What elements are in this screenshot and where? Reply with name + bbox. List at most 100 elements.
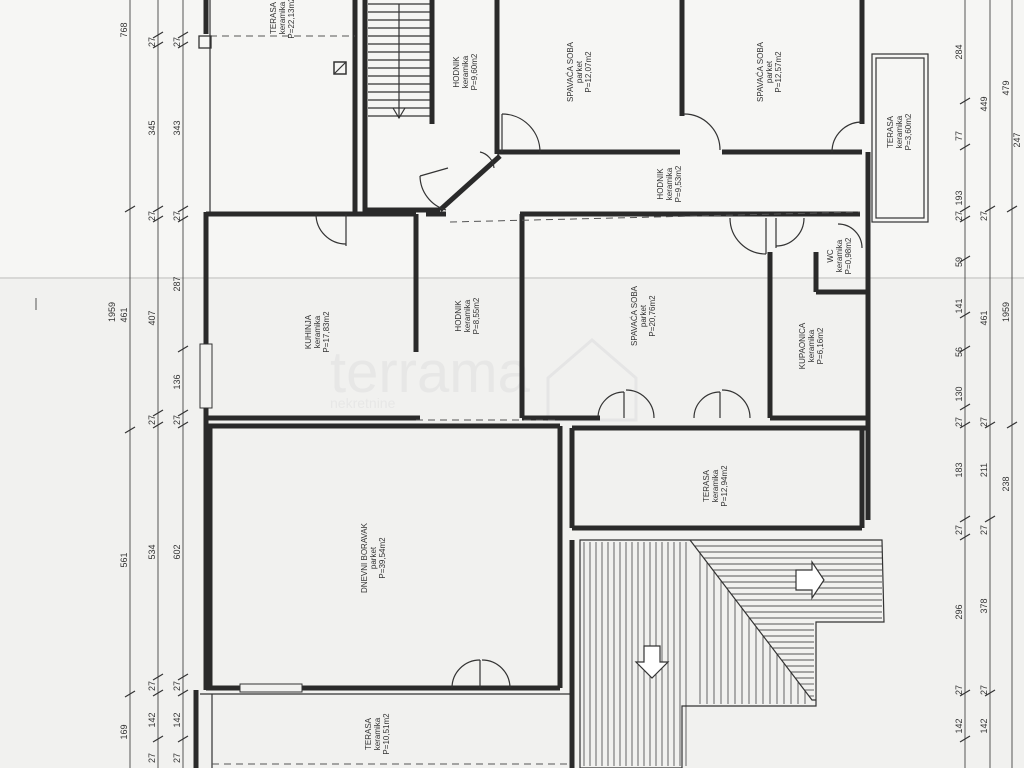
dim-left-mid-4: 407 <box>147 310 157 325</box>
room-area: P=12,07m2 <box>584 51 593 93</box>
room-area: P=12,94m2 <box>720 465 729 507</box>
room-name: WC <box>826 249 835 263</box>
room-material: keramika <box>313 315 322 348</box>
room-name: TERASA <box>886 115 895 148</box>
dim-right-mid-3: 461 <box>979 310 989 325</box>
dim-right-inner-7: 56 <box>954 347 964 357</box>
room-material: parket <box>369 546 378 569</box>
dim-left-inner-6: 27 <box>172 415 182 425</box>
staircase <box>368 3 430 120</box>
dim-right-total: 1959 <box>1001 302 1011 322</box>
dimension-right: 284 77 193 27 59 141 56 130 27 183 27 29… <box>954 0 1022 768</box>
room-material: keramika <box>895 115 904 148</box>
room-material: keramika <box>278 1 287 34</box>
dim-left-inner-8: 27 <box>172 681 182 691</box>
watermark-brand: terrama <box>330 340 531 405</box>
room-material: parket <box>639 304 648 327</box>
dim-right-inner-14: 142 <box>954 718 964 733</box>
dim-left-mid-5: 27 <box>147 415 157 425</box>
deck-hatching <box>583 542 882 766</box>
room-material: parket <box>575 60 584 83</box>
dim-left-mid-7: 27 <box>147 681 157 691</box>
room-label-kupaonica: KUPAONICAkeramikaP=6,16m2 <box>798 322 825 369</box>
dim-right-mid-1: 449 <box>979 96 989 111</box>
dim-right-inner-3: 193 <box>954 190 964 205</box>
room-area: P=8,55m2 <box>472 297 481 334</box>
vent-symbols <box>198 35 347 75</box>
paper-upper <box>0 0 1024 278</box>
dim-right-inner-1: 284 <box>954 44 964 59</box>
room-labels: TERASAkeramikaP=22,13m2HODNIKkeramikaP=9… <box>269 0 913 755</box>
room-material: keramika <box>807 329 816 362</box>
room-name: SPAVAĆA SOBA <box>756 41 765 102</box>
dim-left-inner-2: 343 <box>172 120 182 135</box>
room-name: HODNIK <box>454 300 463 332</box>
dim-right-inner-5: 59 <box>954 257 964 267</box>
room-name: HODNIK <box>452 56 461 88</box>
room-label-wc: WCkeramikaP=0,98m2 <box>826 237 853 274</box>
deck-arrow-right-icon <box>795 560 825 600</box>
diagonal-walls <box>365 154 502 213</box>
dim-left-mid-3: 27 <box>147 211 157 221</box>
room-material: keramika <box>835 239 844 272</box>
room-label-terasa-mid: TERASAkeramikaP=12,94m2 <box>702 465 729 507</box>
dim-left-mid-6: 534 <box>147 544 157 559</box>
dim-left-mid-8: 142 <box>147 712 157 727</box>
room-label-spavaca-3: SPAVAĆA SOBAparketP=20,76m2 <box>630 285 657 346</box>
dim-right-mid-6: 27 <box>979 525 989 535</box>
room-label-spavaca-2: SPAVAĆA SOBAparketP=12,57m2 <box>756 41 783 102</box>
deck-outline <box>579 539 885 768</box>
dim-right-inner-10: 183 <box>954 462 964 477</box>
room-area: P=6,16m2 <box>816 327 825 364</box>
dim-right-inner-13: 27 <box>954 685 964 695</box>
room-area: P=39,54m2 <box>378 537 387 579</box>
dim-right-mid-9: 142 <box>979 718 989 733</box>
dim-right-inner-2: 77 <box>954 131 964 141</box>
room-label-hodnik-1: HODNIKkeramikaP=9,60m2 <box>452 53 479 90</box>
dim-right-cut: 247 <box>1012 132 1022 147</box>
dim-left-mid-2: 345 <box>147 120 157 135</box>
watermark-sub: nekretnine <box>330 395 396 411</box>
stair-arrow-icon <box>392 107 406 120</box>
room-name: TERASA <box>702 469 711 502</box>
room-label-terasa-right: TERASAkeramikaP=3,60m2 <box>886 113 913 150</box>
dim-right-mid-4: 27 <box>979 417 989 427</box>
doors <box>239 113 863 693</box>
room-name: SPAVAĆA SOBA <box>630 285 639 346</box>
dim-left-inner-9: 142 <box>172 712 182 727</box>
dim-left-mid-9: 27 <box>147 753 157 763</box>
room-name: SPAVAĆA SOBA <box>566 41 575 102</box>
dim-right-mid-2: 27 <box>979 211 989 221</box>
dim-right-mid-7: 378 <box>979 598 989 613</box>
room-area: P=3,60m2 <box>904 113 913 150</box>
room-area: P=9,53m2 <box>674 165 683 202</box>
dim-right-outer-2: 238 <box>1001 476 1011 491</box>
room-name: DNEVNI BORAVAK <box>360 522 369 593</box>
dim-right-inner-8: 130 <box>954 386 964 401</box>
deck-arrow-down-icon <box>634 645 670 679</box>
room-area: P=10,51m2 <box>382 713 391 755</box>
room-material: keramika <box>711 469 720 502</box>
dim-left-inner-5: 136 <box>172 374 182 389</box>
room-area: P=20,76m2 <box>648 295 657 337</box>
room-label-dnevni: DNEVNI BORAVAKparketP=39,54m2 <box>360 522 387 593</box>
dim-left-inner-4: 287 <box>172 276 182 291</box>
dim-right-inner-6: 141 <box>954 298 964 313</box>
room-label-terasa-bottom: TERASAkeramikaP=10,51m2 <box>364 713 391 755</box>
dim-right-inner-12: 296 <box>954 604 964 619</box>
room-area: P=22,13m2 <box>287 0 296 39</box>
dim-left-outer-3: 561 <box>119 552 129 567</box>
dim-left-inner-10: 27 <box>172 753 182 763</box>
dim-left-outer-1: 768 <box>119 22 129 37</box>
room-area: P=12,57m2 <box>774 51 783 93</box>
room-material: keramika <box>373 717 382 750</box>
dim-right-inner-11: 27 <box>954 525 964 535</box>
room-label-kuhinja: KUHINJAkeramikaP=17,83m2 <box>304 311 331 353</box>
terrace-edges <box>210 35 861 765</box>
room-material: keramika <box>463 299 472 332</box>
room-area: P=17,83m2 <box>322 311 331 353</box>
dim-right-mid-5: 211 <box>979 463 989 477</box>
dim-left-inner-7: 602 <box>172 544 182 559</box>
dim-right-mid-8: 27 <box>979 685 989 695</box>
